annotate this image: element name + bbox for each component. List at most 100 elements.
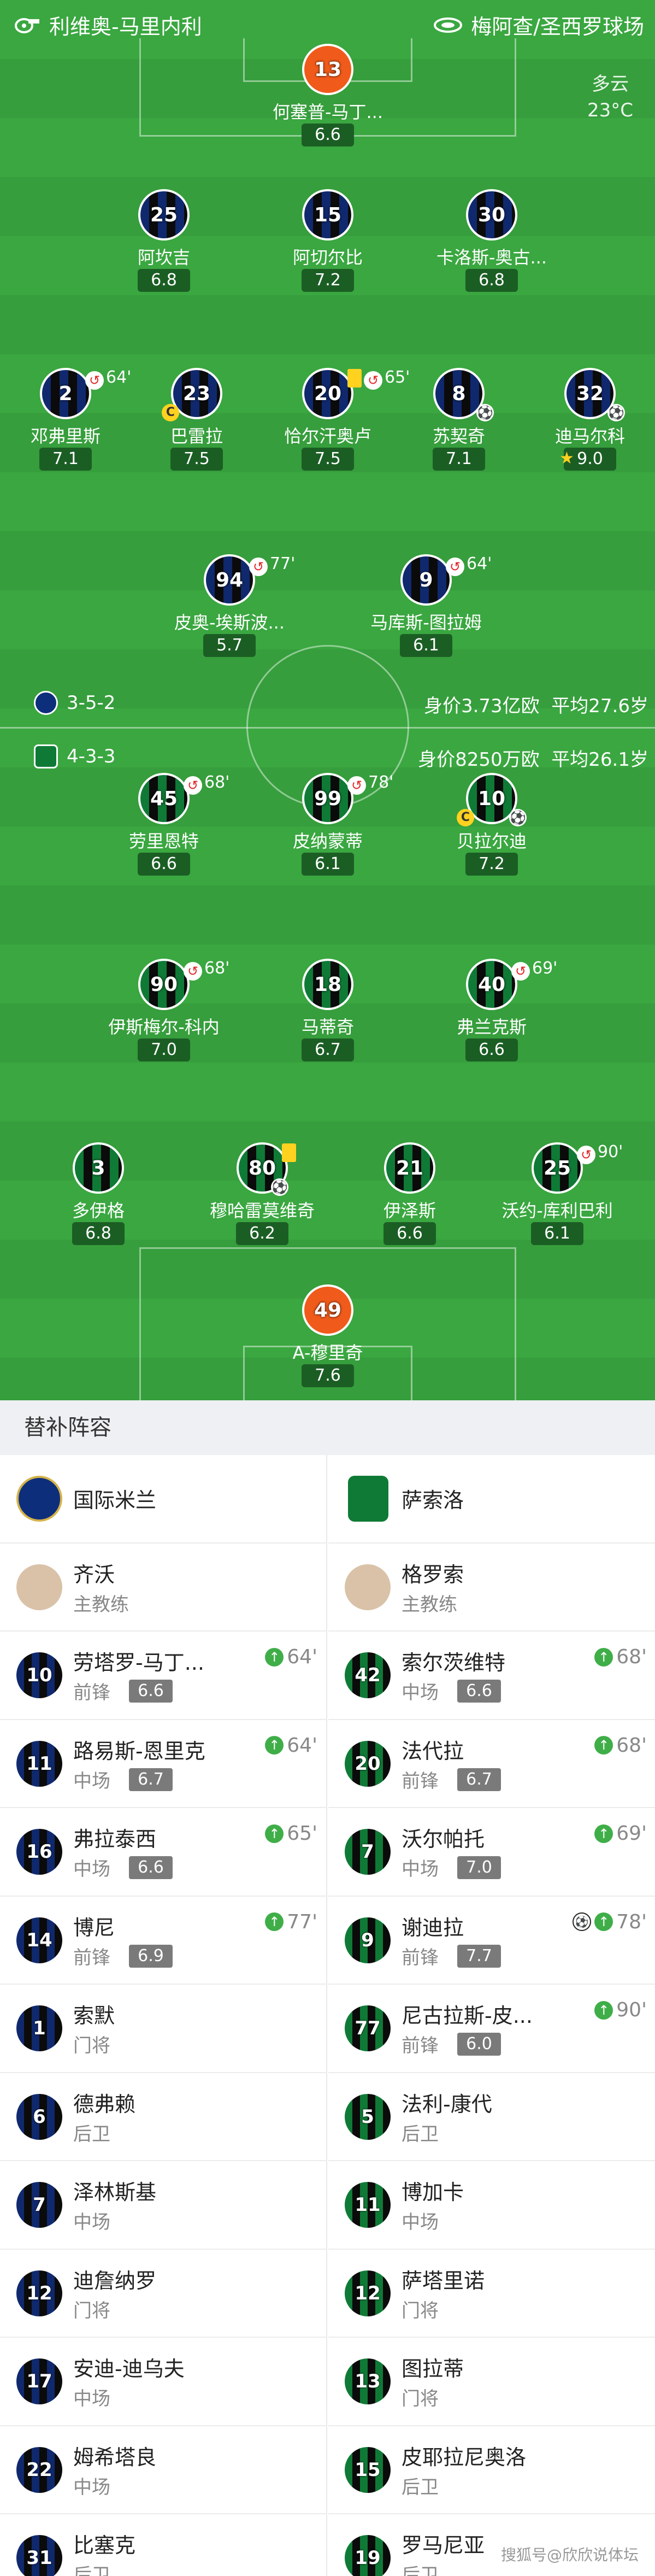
pitch: 利维奥-马里内利 梅阿查/圣西罗球场 多云 23°C 3-5-2 身价3.73亿… [0,0,655,1400]
sub-rating: 6.6 [129,1856,173,1879]
player-avatar: 17 [16,2358,62,2404]
sub-position: 门将 [73,2299,110,2322]
sub-in-info: ↑64' [265,1734,317,1757]
sub-position: 中场 [73,1770,110,1792]
player-rating: 7.2 [302,269,354,292]
coach-name: 格罗索 [402,1562,464,1587]
sassuolo-logo-icon [34,744,58,768]
sub-name: 沃尔帕托 [402,1827,485,1851]
sub-name: 皮耶拉尼奥洛 [402,2445,527,2469]
player-name: 皮纳蒙蒂 [292,831,363,852]
sub-list-item[interactable]: 国际米兰 [0,1455,326,1544]
sub-out-time: 64' [106,368,132,387]
jersey-number-text: 21 [396,1157,424,1180]
player-rating: 6.6 [302,124,354,146]
sub-name: 弗拉泰西 [73,1827,157,1851]
jersey-number-text: 8 [452,382,466,405]
sub-in-time: 78' [616,1910,647,1933]
jersey-number-text: 9 [419,568,433,591]
sub-rating: 7.7 [457,1944,501,1968]
player-avatar: 1 [16,2005,62,2051]
sub-in-arrow-icon: ↑ [594,1736,613,1755]
jersey-number: 18 [302,959,353,1010]
sub-name: 尼古拉斯-皮... [402,2004,533,2028]
jersey-number: 40 [466,959,517,1010]
player-rating: 7.1 [433,448,485,471]
player-name: 恰尔汗奥卢 [284,426,371,447]
sub-name: 萨塔里诺 [402,2268,485,2293]
sub-in-info: ↑68' [594,1734,647,1757]
sub-in-time: 90' [616,1999,647,2021]
club-logo-icon [348,1476,388,1522]
sub-position: 中场 [402,2211,439,2233]
sub-out-time: 90' [598,1142,623,1161]
sub-out-icon: ↺ [511,962,530,981]
sub-list-item[interactable]: 萨索洛 [328,1455,655,1544]
sub-in-arrow-icon: ↑ [594,2000,613,2020]
player-avatar: 16 [16,1829,62,1875]
player-rating: 9.0 [564,448,616,471]
player-rating: 5.7 [203,634,256,657]
sub-position: 中场 [73,1858,110,1880]
jersey-number-text: 32 [576,382,604,405]
player-avatar: 15 [345,2446,391,2493]
jersey-number-text: 90 [150,973,178,996]
sub-list-item[interactable]: 格罗索主教练 [328,1544,655,1632]
sub-rating: 6.9 [129,1944,173,1968]
sub-position: 中场 [73,2476,110,2498]
sub-out-icon: ↺ [577,1146,595,1164]
sub-number: 77 [355,2017,381,2039]
sub-in-info: ↑69' [594,1822,647,1845]
jersey-number: 30 [466,189,517,240]
sub-number: 16 [26,1841,52,1863]
weather-condition: 多云 [591,73,629,95]
sub-position: 前锋 [402,1946,439,1969]
sub-list-item[interactable]: 齐沃主教练 [0,1544,326,1632]
